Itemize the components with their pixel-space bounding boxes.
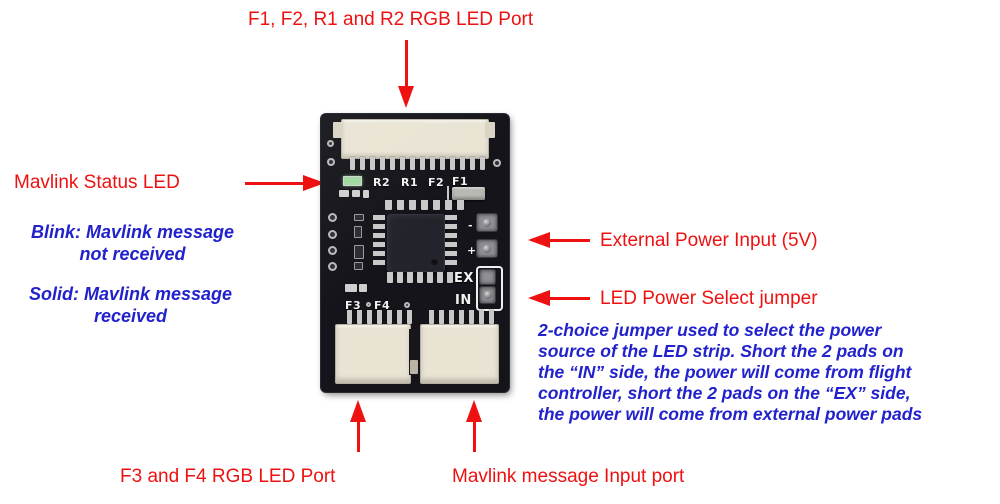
smd-resistor: [354, 262, 363, 270]
silkscreen-f3: F3: [345, 299, 362, 312]
callout-f3-f4-rgb-led-port: F3 and F4 RGB LED Port: [120, 466, 336, 487]
silkscreen-plus: +: [467, 244, 477, 257]
silkscreen-f2: F2: [428, 176, 445, 189]
jst-pin-row-left: [347, 310, 412, 324]
callout-mavlink-status-led: Mavlink Status LED: [14, 172, 180, 193]
arrow-down-icon: [398, 40, 414, 108]
via: [328, 246, 337, 255]
note-jumper-description: 2-choice jumper used to select the power…: [538, 320, 922, 425]
microcontroller-chip: [387, 214, 445, 272]
via: [327, 140, 334, 147]
mcu-pins-right: [445, 215, 457, 265]
arrow-left-icon: [528, 232, 590, 249]
note-solid-line-2: received: [93, 306, 168, 326]
crystal-oscillator: [452, 187, 485, 200]
connector-f3-f4-rgb-led-port[interactable]: [335, 324, 411, 384]
via: [366, 302, 371, 307]
chip-pin1-marker: [431, 258, 438, 265]
external-power-pad-negative[interactable]: [477, 214, 497, 231]
smd-resistor: [354, 214, 364, 221]
arrow-left-icon: [528, 290, 590, 307]
connector-mavlink-input-port[interactable]: [420, 324, 499, 384]
jumper-pad-ex[interactable]: [480, 270, 495, 284]
arrow-up-icon: [466, 400, 482, 452]
silkscreen-minus: -: [468, 219, 474, 232]
note-jumper-line-2: source of the LED strip. Short the 2 pad…: [538, 341, 904, 361]
via: [328, 262, 337, 271]
note-jumper-line-1: 2-choice jumper used to select the power: [538, 320, 882, 340]
mavlink-status-led: [343, 176, 362, 186]
smd-pad: [345, 284, 357, 292]
callout-led-power-select-jumper: LED Power Select jumper: [600, 288, 818, 309]
via: [327, 158, 335, 166]
smd-pad-row: [385, 200, 464, 210]
via: [493, 159, 501, 167]
smd-pad: [339, 190, 349, 197]
note-solid-line-1: Solid: Mavlink message: [28, 284, 233, 304]
silkscreen-ex: EX: [454, 271, 474, 286]
via: [328, 230, 337, 239]
silkscreen-in: IN: [455, 293, 472, 308]
ffc-latch-right: [485, 122, 495, 138]
silkscreen-r1: R1: [401, 176, 419, 189]
note-blink-line-2: not received: [79, 244, 186, 264]
external-power-pad-positive[interactable]: [477, 240, 497, 257]
callout-mavlink-input-port: Mavlink message Input port: [452, 466, 685, 487]
smd-pad: [359, 284, 367, 292]
silkscreen-f1: F1: [452, 175, 469, 188]
via: [404, 302, 410, 308]
note-jumper-line-5: the power will come from external power …: [538, 404, 923, 424]
ffc-connector-top[interactable]: [341, 119, 489, 159]
connector-gap: [409, 329, 420, 375]
jst-pin-row-right: [429, 310, 494, 324]
silkscreen-r2: R2: [373, 176, 391, 189]
callout-external-power-input: External Power Input (5V): [600, 230, 818, 251]
mcu-pins-bottom: [387, 272, 453, 283]
silkscreen-f4: F4: [374, 299, 391, 312]
arrow-right-icon: [245, 175, 325, 192]
jumper-pad-in[interactable]: [480, 287, 495, 303]
smd-pad: [363, 190, 369, 198]
note-jumper-line-4: controller, short the 2 pads on the “EX”…: [538, 383, 911, 403]
board-tab: [410, 360, 418, 374]
note-blink-line-1: Blink: Mavlink message: [30, 222, 235, 242]
arrow-up-icon: [350, 400, 366, 452]
mcu-pins-left: [373, 215, 385, 265]
smd-resistor: [354, 245, 364, 259]
silkscreen-mark: [447, 186, 449, 200]
via: [328, 213, 337, 222]
callout-top-rgb-led-port: F1, F2, R1 and R2 RGB LED Port: [248, 9, 534, 30]
smd-pad: [352, 190, 360, 197]
note-jumper-line-3: the “IN” side, the power will come from …: [538, 362, 912, 382]
ffc-latch-left: [333, 122, 343, 138]
ffc-pin-row: [350, 157, 485, 170]
pcb-board: R2 R1 F2 F1: [321, 114, 509, 392]
smd-resistor: [354, 226, 362, 238]
